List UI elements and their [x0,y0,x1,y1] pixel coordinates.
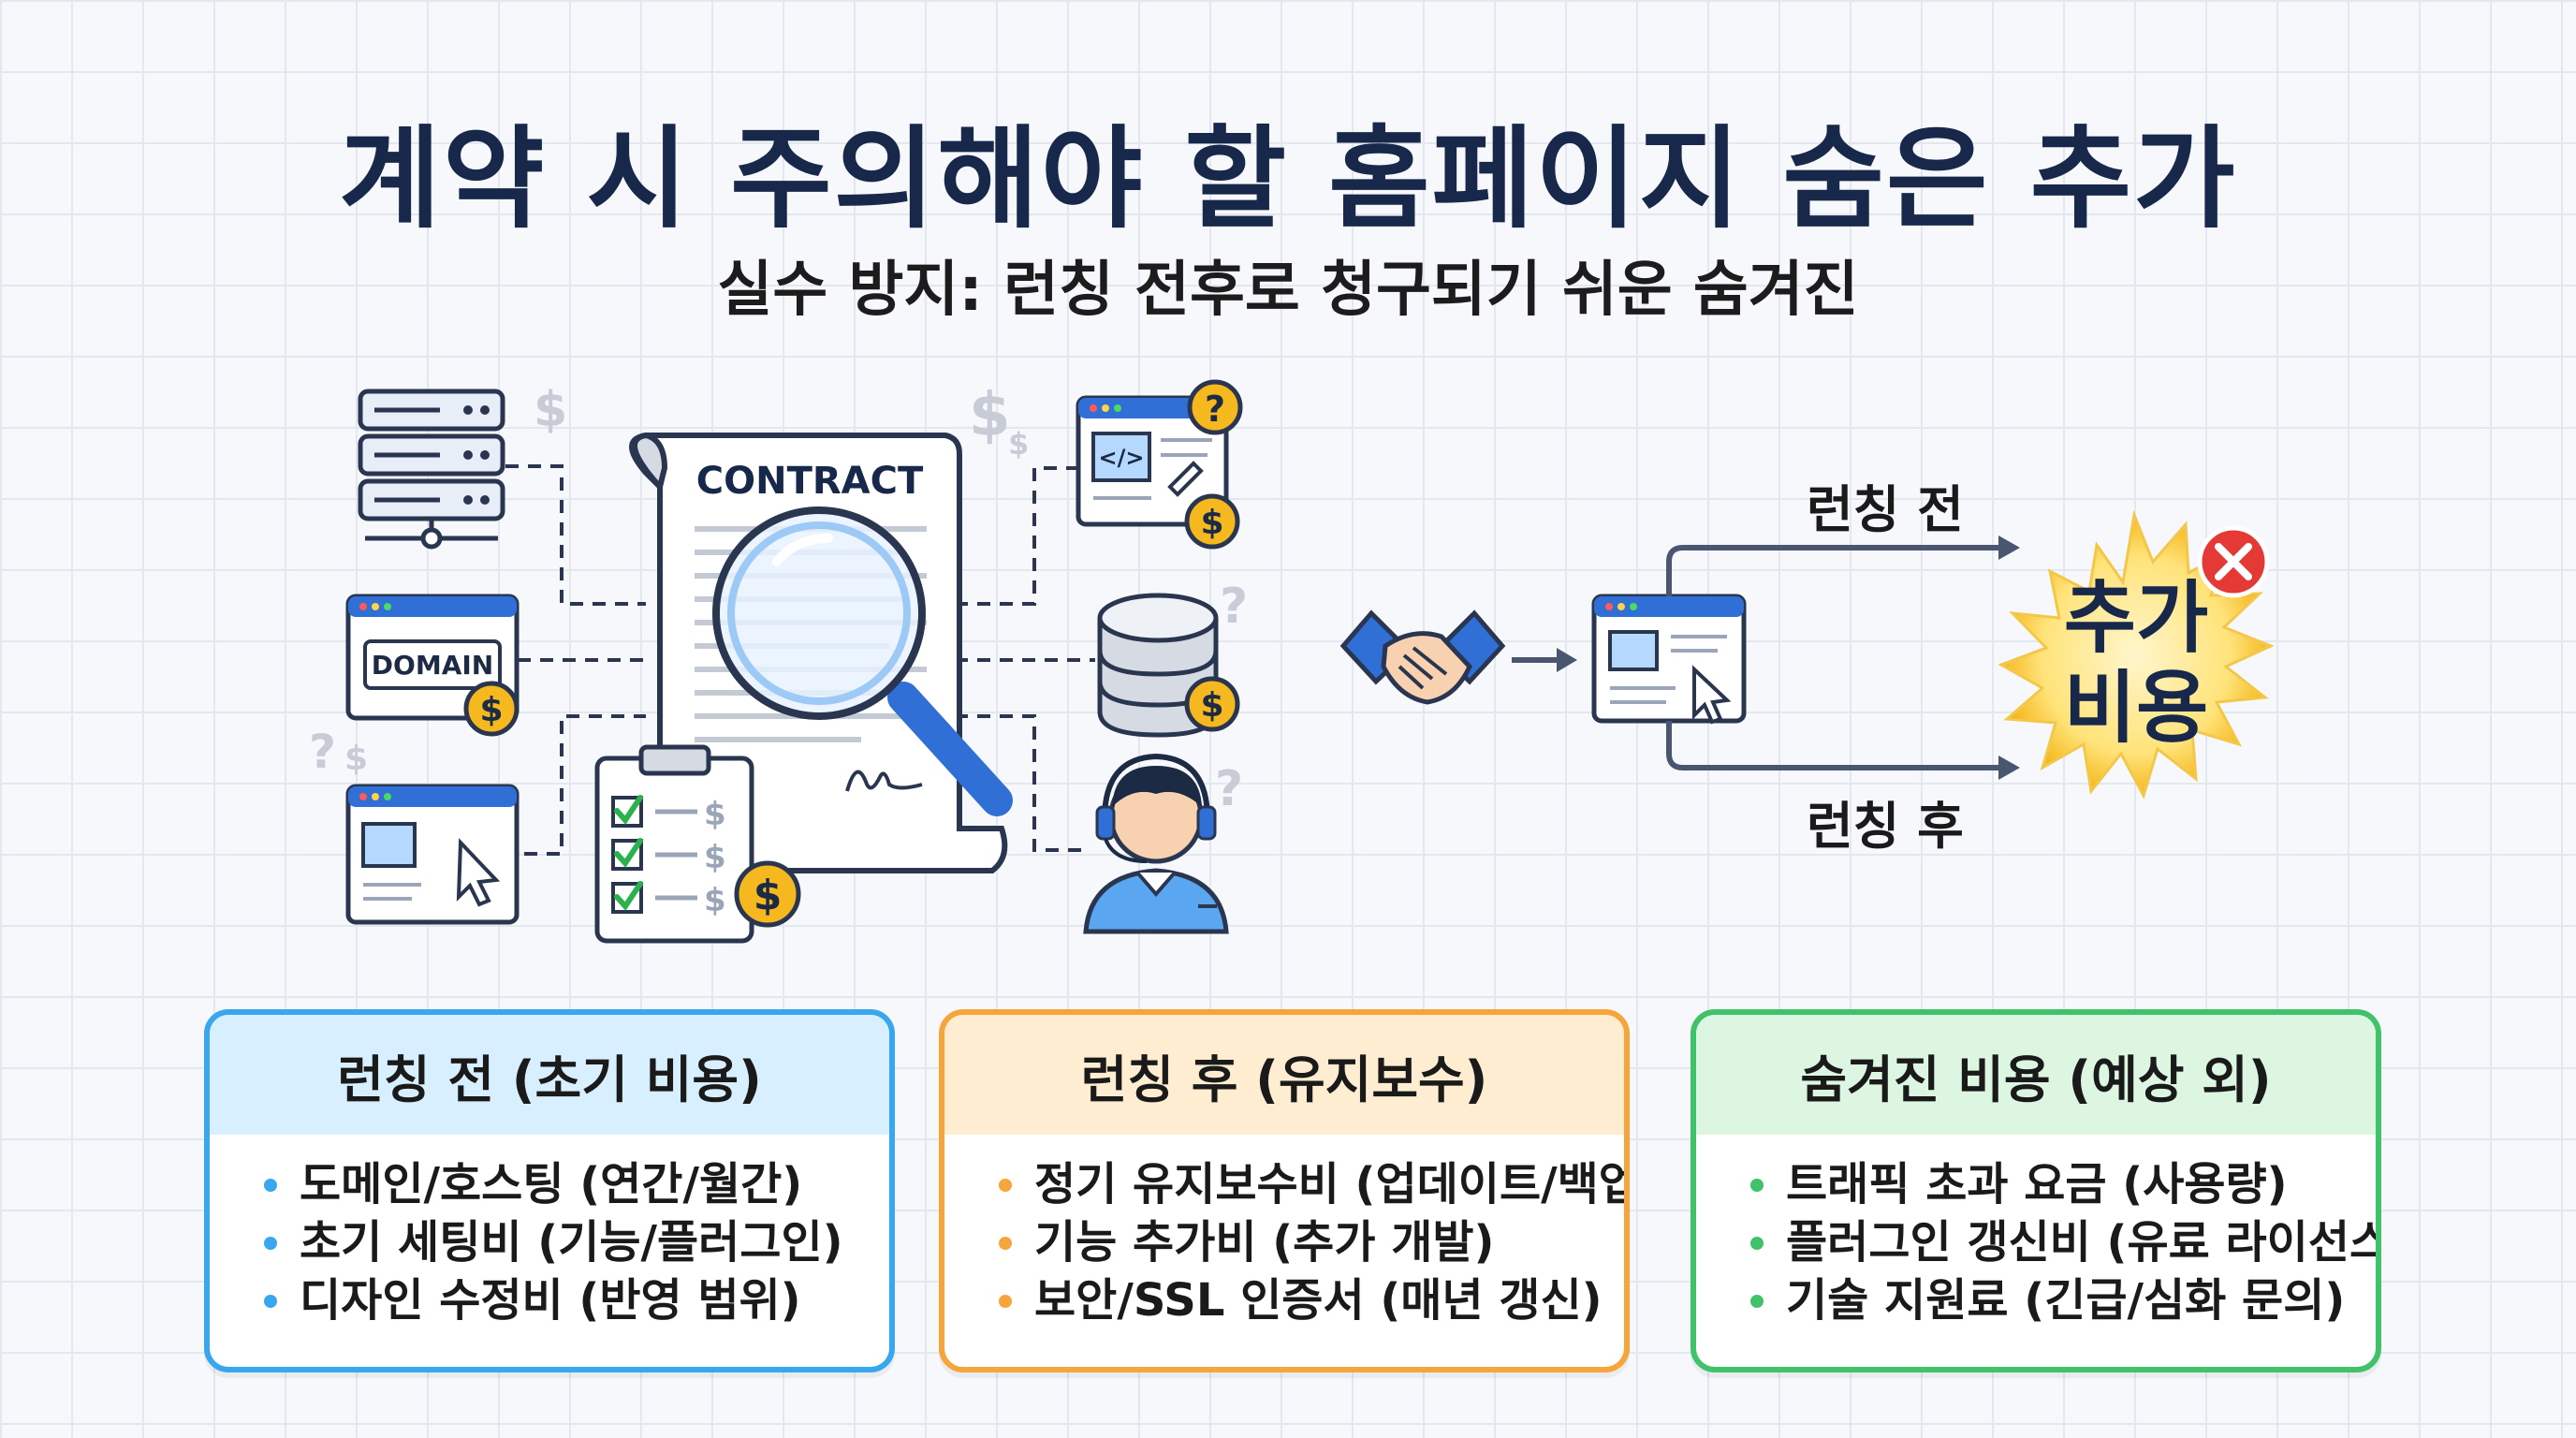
list-item: 정기 유지보수비 (업데이트/백업) [999,1155,1624,1213]
list-item: 기술 지원료 (긴급/심화 문의) [1750,1271,2376,1329]
page-subtitle: 실수 방지: 런칭 전후로 청구되기 쉬운 숨겨진 [717,256,1859,325]
panel-title: 런칭 후 (유지보수) [1080,1049,1488,1109]
panel-title: 런칭 전 (초기 비용) [337,1049,762,1109]
dollar-sign-decor: $ [704,839,726,876]
code-label: </> [1099,445,1145,471]
handshake-icon [1339,609,1506,705]
dollar-coin-icon: $ [1184,676,1240,732]
svg-text:$: $ [1200,686,1223,725]
cost-list: 트래픽 초과 요금 (사용량) 플러그인 갱신비 (유료 라이선스) 기술 지원… [1696,1135,2376,1329]
flow-label-before: 런칭 전 [1807,480,1964,539]
extra-cost-label: 추가 비용 [1996,573,2276,753]
close-x-icon [2197,525,2270,598]
dollar-sign-decor: $ [704,882,726,919]
extra-cost-line2: 비용 [2063,662,2209,754]
dashed-connectors [505,464,1095,856]
arrow-head [1998,756,2020,780]
question-badge-icon: ? [1187,379,1243,435]
list-item: 기능 추가비 (추가 개발) [999,1213,1624,1271]
question-mark-decor: ? [309,725,336,779]
support-agent-icon [1083,753,1229,934]
dollar-coin-icon: $ [734,860,801,928]
arrow-head [1998,536,2020,560]
panel-header: 런칭 전 (초기 비용) [210,1015,889,1135]
dollar-sign-decor: $ [344,740,368,778]
dollar-sign-decor: $ [1008,426,1029,462]
contract-label: CONTRACT [696,460,924,503]
panel-post-launch: 런칭 후 (유지보수) 정기 유지보수비 (업데이트/백업) 기능 추가비 (추… [939,1009,1630,1372]
magnifier-icon [712,506,1013,816]
flow-branch-arrows [1666,545,2003,770]
arrow-right-icon [1512,648,1577,672]
server-icon [358,389,505,550]
svg-text:?: ? [1205,389,1225,430]
domain-label: DOMAIN [372,650,493,681]
dollar-sign-decor: $ [704,796,726,833]
svg-text:$: $ [479,691,503,729]
dollar-coin-icon: $ [463,681,520,737]
flow-label-after: 런칭 후 [1807,797,1964,856]
dollar-sign-decor: $ [534,382,567,438]
list-item: 트래픽 초과 요금 (사용량) [1750,1155,2376,1213]
code-window-icon [1076,395,1229,527]
cost-list: 정기 유지보수비 (업데이트/백업) 기능 추가비 (추가 개발) 보안/SSL… [944,1135,1624,1329]
panel-pre-launch: 런칭 전 (초기 비용) 도메인/호스팅 (연간/월간) 초기 세팅비 (기능/… [204,1009,895,1372]
svg-text:$: $ [1200,504,1223,542]
list-item: 초기 세팅비 (기능/플러그인) [264,1213,889,1271]
browser-window-icon [1591,594,1747,725]
dollar-coin-icon: $ [1184,493,1240,550]
svg-text:$: $ [754,872,783,919]
panel-header: 런칭 후 (유지보수) [944,1015,1624,1135]
list-item: 도메인/호스팅 (연간/월간) [264,1155,889,1213]
panel-hidden-costs: 숨겨진 비용 (예상 외) 트래픽 초과 요금 (사용량) 플러그인 갱신비 (… [1690,1009,2381,1372]
question-mark-decor: ? [1215,761,1243,817]
cost-list: 도메인/호스팅 (연간/월간) 초기 세팅비 (기능/플러그인) 디자인 수정비… [210,1135,889,1329]
extra-cost-line1: 추가 [2063,572,2209,664]
question-mark-decor: ? [1220,579,1248,635]
panel-header: 숨겨진 비용 (예상 외) [1696,1015,2376,1135]
list-item: 플러그인 갱신비 (유료 라이선스) [1750,1213,2376,1271]
browser-click-icon [345,784,520,925]
panel-title: 숨겨진 비용 (예상 외) [1800,1049,2272,1109]
list-item: 디자인 수정비 (반영 범위) [264,1271,889,1329]
checklist-clipboard-icon [594,744,754,944]
dollar-sign-decor: $ [969,381,1011,450]
page-title: 계약 시 주의해야 할 홈페이지 숨은 추가 [339,114,2237,243]
list-item: 보안/SSL 인증서 (매년 갱신) [999,1271,1624,1329]
